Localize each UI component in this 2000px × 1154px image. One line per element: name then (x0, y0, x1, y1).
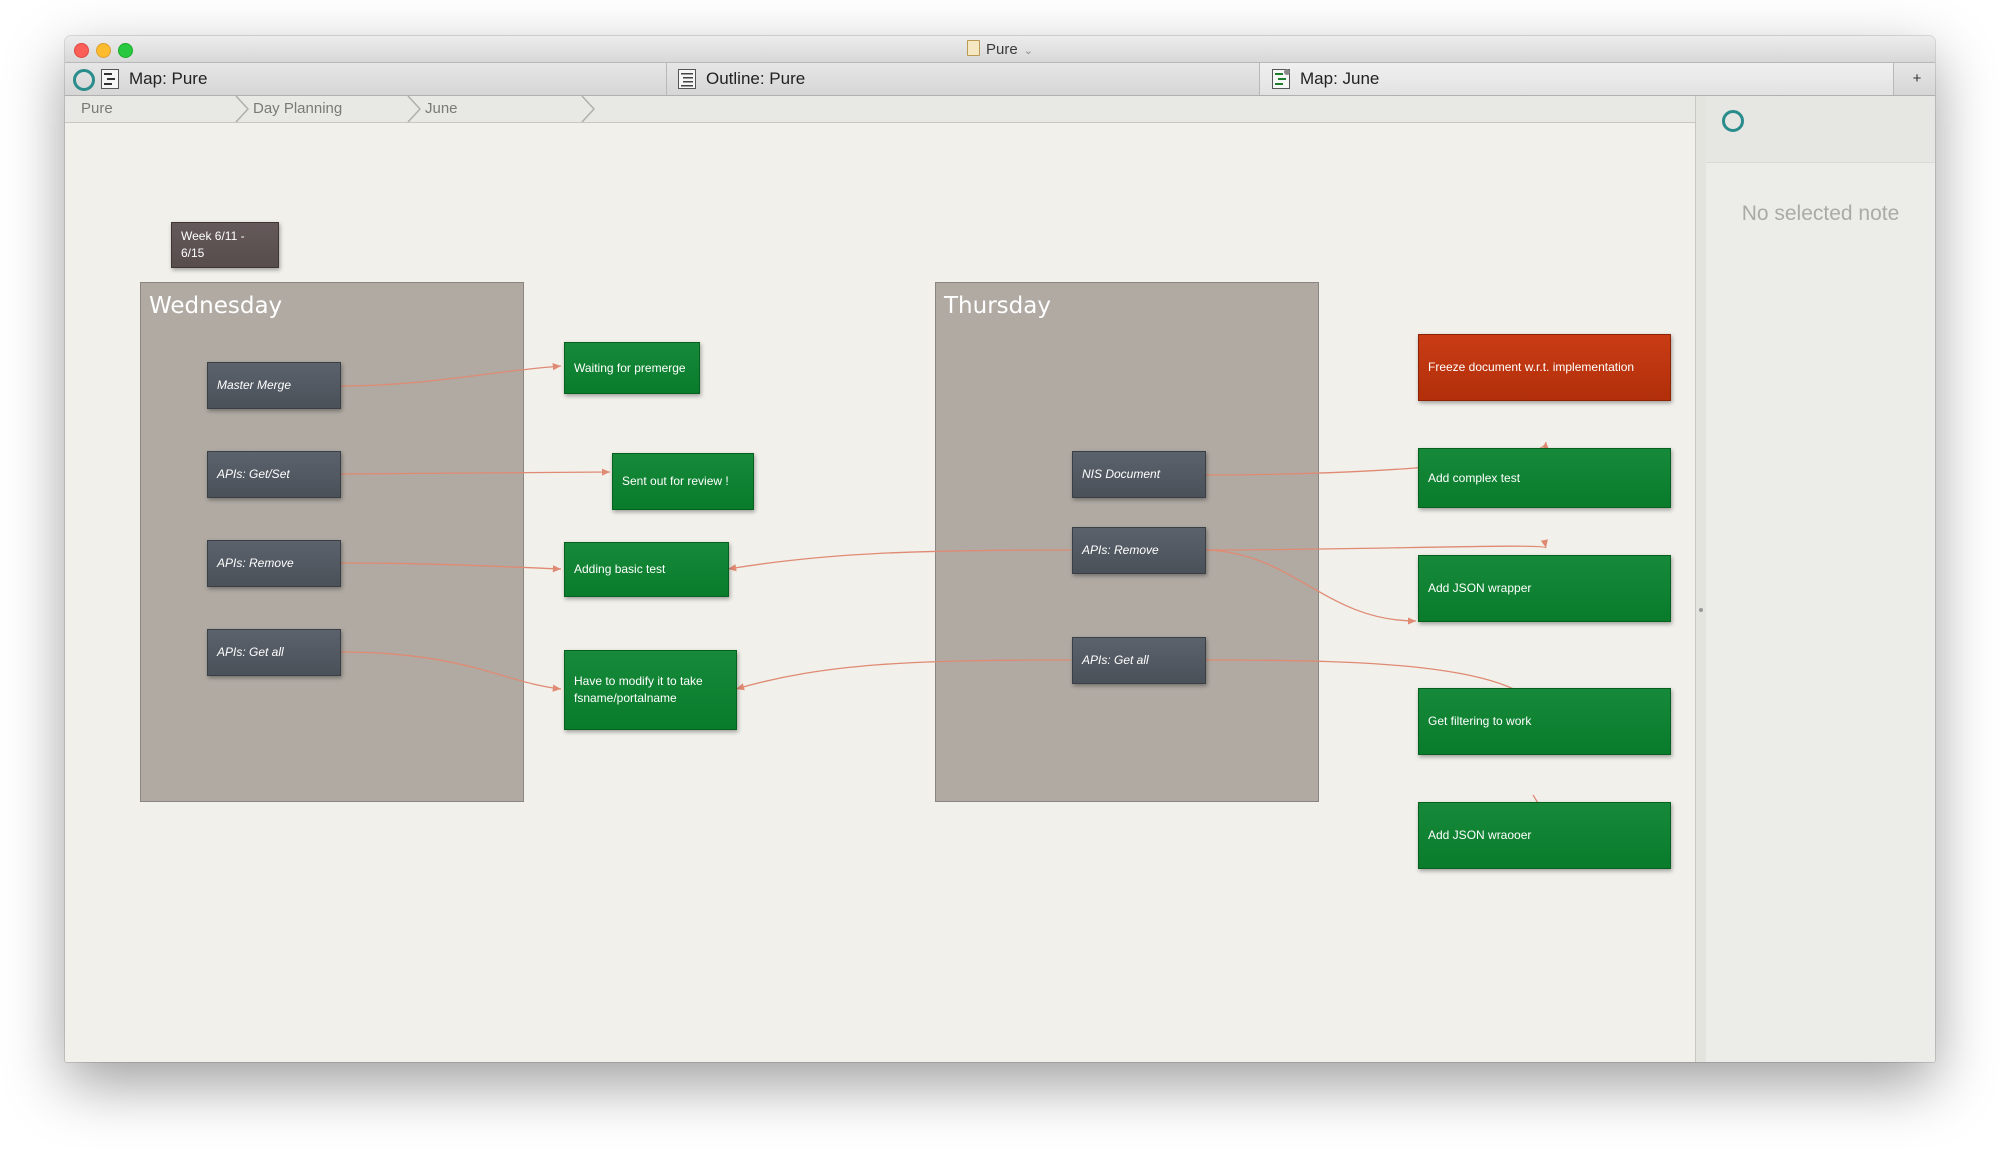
chevron-down-icon[interactable]: ⌄ (1023, 45, 1033, 57)
link-thu-remove-adding (727, 549, 1072, 572)
note-thu-remove[interactable]: APIs: Remove (1072, 527, 1206, 574)
note-freeze-document[interactable]: Freeze document w.r.t. implementation (1418, 334, 1671, 401)
note-wed-get-all[interactable]: APIs: Get all (207, 629, 341, 676)
breadcrumb-item-pure[interactable]: Pure (81, 100, 113, 117)
add-tab-button[interactable]: + (1912, 70, 1922, 87)
map-icon (1272, 69, 1290, 89)
app-window: Pure ⌄ Map: Pure Outline: Pure Map: June … (65, 36, 1935, 1062)
tab-label: Map: Pure (129, 69, 208, 88)
note-week[interactable]: Week 6/11 - 6/15 (171, 222, 279, 268)
note-wed-get-set[interactable]: APIs: Get/Set (207, 451, 341, 498)
container-title: Wednesday (149, 293, 283, 319)
note-get-filtering[interactable]: Get filtering to work (1418, 688, 1671, 755)
tab-label: Outline: Pure (706, 69, 806, 88)
breadcrumb-separator-icon (581, 96, 595, 122)
breadcrumb-item-day-planning[interactable]: Day Planning (253, 100, 343, 117)
zoom-window-button[interactable] (118, 43, 133, 58)
window-title[interactable]: Pure ⌄ (65, 40, 1935, 58)
note-add-json-wraooer[interactable]: Add JSON wraooer (1418, 802, 1671, 869)
link-thu-remove-complex (1205, 539, 1548, 551)
map-icon (101, 69, 119, 89)
note-adding-basic-test[interactable]: Adding basic test (564, 542, 729, 597)
container-title: Thursday (944, 293, 1051, 319)
agent-circle-icon[interactable] (1722, 110, 1744, 132)
link-getset-sent (340, 468, 611, 476)
note-sent-out-review[interactable]: Sent out for review ! (612, 453, 754, 510)
outline-icon (678, 69, 696, 89)
link-wed-getall-modify (340, 651, 562, 692)
empty-note-message: No selected note (1741, 202, 1900, 225)
map-canvas[interactable]: Week 6/11 - 6/15 Wednesday Thursday (65, 123, 1695, 1062)
agent-circle-icon[interactable] (73, 69, 95, 91)
link-thu-remove-wrapper (1205, 549, 1417, 625)
note-thu-get-all[interactable]: APIs: Get all (1072, 637, 1206, 684)
sidebar-header (1706, 96, 1935, 163)
document-icon (967, 40, 981, 56)
note-add-complex-test[interactable]: Add complex test (1418, 448, 1671, 508)
breadcrumb: Pure Day Planning June (65, 96, 1695, 123)
tab-label: Map: June (1300, 69, 1380, 88)
link-master-merge-waiting (340, 363, 562, 387)
tab-map-june[interactable]: Map: June (1260, 63, 1894, 95)
tab-outline-pure[interactable]: Outline: Pure (666, 63, 1260, 95)
tab-bar: Map: Pure Outline: Pure Map: June + (65, 63, 1935, 96)
breadcrumb-separator-icon (407, 96, 421, 122)
close-window-button[interactable] (74, 43, 89, 58)
title-bar: Pure ⌄ (65, 36, 1935, 63)
link-thu-getall-modify (735, 659, 1072, 691)
note-have-to-modify[interactable]: Have to modify it to take fsname/portaln… (564, 650, 737, 730)
breadcrumb-item-june[interactable]: June (425, 100, 458, 117)
minimize-window-button[interactable] (96, 43, 111, 58)
tab-map-pure[interactable]: Map: Pure (101, 63, 667, 95)
note-master-merge[interactable]: Master Merge (207, 362, 341, 409)
note-nis-document[interactable]: NIS Document (1072, 451, 1206, 498)
splitter-handle-icon[interactable] (1699, 608, 1703, 612)
window-title-text: Pure (986, 41, 1018, 58)
link-wed-remove-adding (340, 562, 562, 573)
inspector-sidebar: No selected note (1706, 96, 1935, 1062)
breadcrumb-separator-icon (235, 96, 249, 122)
note-waiting-premerge[interactable]: Waiting for premerge (564, 342, 700, 394)
note-wed-remove[interactable]: APIs: Remove (207, 540, 341, 587)
note-add-json-wrapper[interactable]: Add JSON wrapper (1418, 555, 1671, 622)
